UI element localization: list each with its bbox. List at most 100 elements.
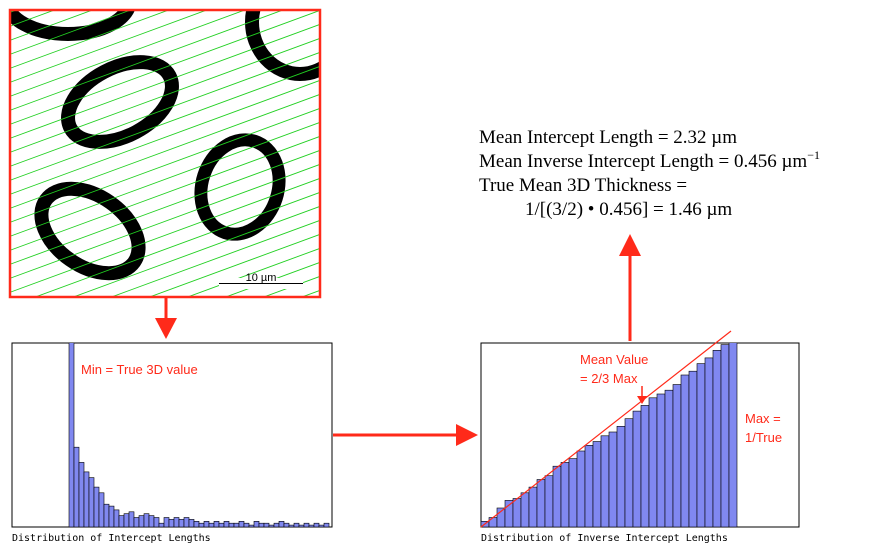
histogram-bar: [118, 515, 125, 527]
histogram-bar: [568, 458, 578, 527]
histogram-bar: [298, 524, 305, 527]
histogram-bar: [680, 374, 690, 527]
histogram-bar: [616, 425, 626, 527]
histogram-bar: [213, 520, 220, 527]
linear-fit-line: [480, 330, 732, 528]
test-lines: [0, 0, 340, 297]
histogram-bar: [528, 486, 538, 527]
histogram-bar: [128, 511, 135, 527]
flow-arrows: [155, 234, 641, 446]
test-line: [10, 51, 320, 167]
histogram-bar: [512, 498, 522, 527]
test-line: [10, 135, 320, 251]
histogram-bar: [133, 517, 140, 527]
scale-bar-label: 10 µm: [246, 272, 277, 284]
test-line: [10, 121, 320, 237]
histogram-bar: [696, 363, 706, 527]
test-line: [10, 23, 320, 139]
histogram-bar: [488, 517, 498, 527]
mean-pointer-head: [637, 396, 647, 404]
histogram-bar: [600, 435, 610, 527]
arrow-down-head: [155, 318, 177, 339]
histogram-bar: [143, 513, 150, 527]
histogram-bar: [168, 519, 175, 527]
test-line: [110, 219, 320, 297]
intercept-length-histogram: Min = True 3D value Distribution of Inte…: [11, 342, 333, 544]
histogram-bar: [253, 520, 260, 527]
histogram-bar: [178, 519, 185, 527]
scale-bar: 10 µm: [219, 272, 303, 289]
arrow-up-head: [619, 234, 641, 256]
test-line: [10, 10, 94, 41]
test-line: [10, 10, 285, 111]
histogram-bar: [148, 515, 155, 527]
histogram-bar: [248, 524, 255, 527]
histogram-bar: [73, 446, 80, 527]
histogram-bar: [258, 522, 265, 527]
histogram-bar: [173, 517, 180, 527]
histogram-bar: [584, 444, 594, 527]
histogram-bars: [68, 343, 330, 527]
test-line: [10, 10, 170, 69]
test-line: [186, 247, 320, 297]
cell-ring: [194, 133, 286, 241]
histogram-bar: [203, 520, 210, 527]
histogram-bar: [198, 522, 205, 527]
histogram-bar: [228, 522, 235, 527]
histogram-bar: [648, 397, 658, 527]
min-annotation: Min = True 3D value: [81, 362, 198, 377]
test-line: [34, 191, 320, 297]
micrograph-frame: [8, 8, 322, 299]
histogram-bar: [103, 503, 110, 527]
histogram-bar: [188, 519, 195, 527]
histogram-bar: [93, 486, 100, 527]
histogram-bar: [728, 343, 738, 527]
histogram-bar: [218, 522, 225, 527]
histogram-bar: [592, 441, 602, 527]
histogram-bar: [223, 520, 230, 527]
test-line: [0, 0, 340, 2]
histogram-bar: [98, 492, 105, 527]
inverse-intercept-histogram: Mean Value = 2/3 Max Max = 1/True Distri…: [480, 330, 800, 544]
histogram-bar: [238, 520, 245, 527]
histogram-bar: [273, 522, 280, 527]
histogram-bar: [313, 522, 320, 527]
histogram-bar: [704, 357, 714, 527]
histogram-bar: [664, 389, 674, 527]
cell-ring: [10, 10, 135, 41]
histogram-bar: [68, 343, 75, 527]
max-annotation-2: 1/True: [745, 430, 782, 445]
histogram-bar: [303, 522, 310, 527]
histogram-bar: [113, 509, 120, 527]
histogram-bar: [88, 477, 95, 527]
test-line: [10, 10, 320, 125]
mean-inverse-intercept-exponent: −1: [807, 148, 820, 162]
test-line: [10, 177, 320, 293]
histogram-bar: [536, 479, 546, 527]
histogram-bar: [233, 522, 240, 527]
histogram-bar: [656, 393, 666, 527]
histogram-bar: [278, 520, 285, 527]
histogram-bar: [263, 522, 270, 527]
histogram-caption: Distribution of Inverse Intercept Length…: [481, 533, 728, 544]
cell-ring: [34, 181, 146, 281]
histogram-bar: [283, 522, 290, 527]
histogram-bar: [293, 522, 300, 527]
histogram-bar: [323, 522, 330, 527]
test-line: [10, 65, 320, 181]
test-line: [72, 205, 320, 297]
histogram-bar: [83, 471, 90, 527]
max-annotation: Max =: [745, 411, 781, 426]
mean-intercept-length: Mean Intercept Length = 2.32 µm: [479, 127, 737, 148]
test-line: [10, 163, 320, 279]
test-line: [10, 149, 320, 265]
histogram-frame: [11, 342, 333, 528]
mean-value-annotation-2: = 2/3 Max: [580, 371, 638, 386]
arrow-right-head: [456, 424, 478, 446]
histogram-bar: [193, 520, 200, 527]
test-line: [10, 10, 132, 55]
histogram-bar: [688, 370, 698, 527]
histogram-bar: [308, 524, 315, 527]
histogram-bar: [560, 462, 570, 527]
